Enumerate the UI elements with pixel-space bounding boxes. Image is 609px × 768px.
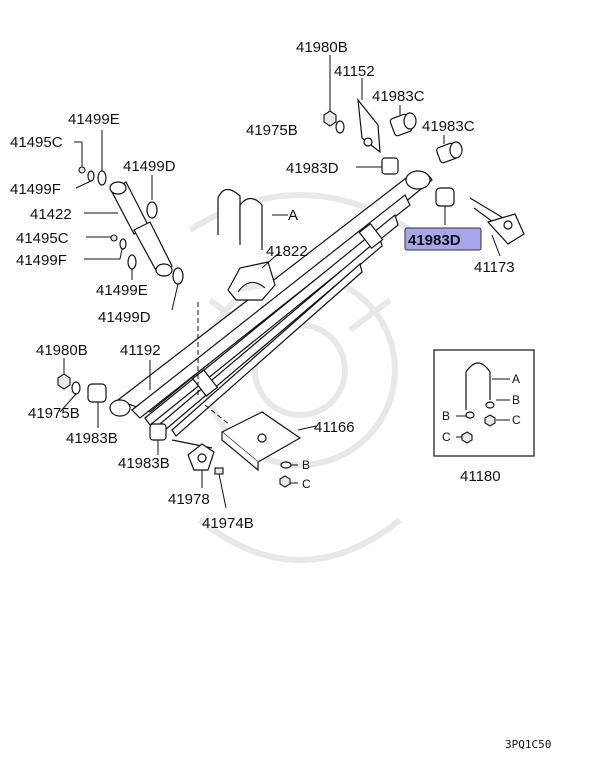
footer-code: 3PQ1C50 [505, 738, 551, 751]
label-c-main: C [302, 477, 311, 491]
nut-top[interactable] [323, 55, 337, 127]
label-41499f-mid: 41499F [16, 252, 67, 269]
shackle-plate[interactable] [469, 197, 525, 257]
washer-b-main[interactable] [280, 461, 298, 469]
label-41978: 41978 [168, 491, 210, 508]
label-41983d-top: 41983D [286, 160, 339, 177]
label-41495c-top: 41495C [10, 134, 63, 151]
bolt-41978[interactable] [171, 439, 215, 488]
label-41980b-top: 41980B [296, 39, 348, 56]
label-41499d-bot: 41499D [98, 309, 151, 326]
spring-pad[interactable] [227, 251, 281, 301]
label-a-main: A [288, 207, 298, 224]
washer-41499e-top[interactable] [97, 130, 107, 186]
label-41983b-b: 41983B [118, 455, 170, 472]
bushing-41983b-b[interactable] [149, 423, 167, 455]
label-41173: 41173 [474, 259, 515, 276]
label-41983d-highlighted[interactable]: 41983D [408, 232, 461, 249]
label-41974b: 41974B [202, 515, 254, 532]
label-41499d-top: 41499D [123, 158, 176, 175]
nut-c-main[interactable] [279, 475, 298, 488]
label-b-main: B [302, 458, 310, 472]
bushing-41983d-highlighted[interactable] [435, 187, 455, 225]
inset-label-c-left: C [442, 430, 451, 444]
inset-label-b-left: B [442, 409, 450, 423]
label-41983c-a: 41983C [372, 88, 425, 105]
bushing-41983c-b[interactable] [436, 135, 463, 164]
washer-41499e-bot[interactable] [127, 254, 137, 280]
label-41975b-top: 41975B [246, 122, 298, 139]
label-41495c-mid: 41495C [16, 230, 69, 247]
washer-41975b-bot[interactable] [59, 381, 81, 413]
washer-41499f-top[interactable] [75, 170, 95, 189]
highlight-box [404, 227, 482, 251]
label-41499e-top: 41499E [68, 111, 120, 128]
bushing-41983d-top[interactable] [356, 157, 399, 175]
inset-label-b-right: B [512, 393, 520, 407]
label-41975b-bot: 41975B [28, 405, 80, 422]
nut-41495c-mid[interactable] [86, 234, 118, 242]
label-41422: 41422 [30, 206, 72, 223]
washer-41499d-top[interactable] [146, 175, 158, 219]
label-41822: 41822 [266, 243, 308, 260]
spring-seat-plate[interactable] [220, 411, 317, 472]
label-41499f-top: 41499F [10, 181, 61, 198]
shock-absorber[interactable] [84, 181, 173, 277]
bushing-41983c-a[interactable] [389, 105, 417, 137]
leaf-spring[interactable] [109, 170, 433, 437]
label-41192: 41192 [120, 342, 161, 359]
nut-41495c-top[interactable] [74, 141, 86, 174]
label-41166: 41166 [314, 419, 355, 436]
inset-label-c-right: C [512, 413, 521, 427]
nut-41980b-bot[interactable] [57, 358, 71, 390]
inset-label-a: A [512, 372, 520, 386]
label-41983b-a: 41983B [66, 430, 118, 447]
label-41152: 41152 [334, 63, 375, 80]
nut-41974b[interactable] [214, 467, 227, 509]
bushing-41983b-a[interactable] [87, 383, 107, 428]
u-bolt-a[interactable] [217, 188, 288, 250]
label-41499e-bot: 41499E [96, 282, 148, 299]
label-41980b-bot: 41980B [36, 342, 88, 359]
washer-41499d-bot[interactable] [171, 267, 184, 311]
label-41180: 41180 [460, 468, 501, 485]
shackle-bracket[interactable] [357, 78, 381, 154]
inset-box-41180 [433, 349, 535, 457]
washer-top[interactable] [335, 120, 345, 134]
washer-41499f-mid[interactable] [84, 238, 127, 260]
label-41983c-b: 41983C [422, 118, 475, 135]
